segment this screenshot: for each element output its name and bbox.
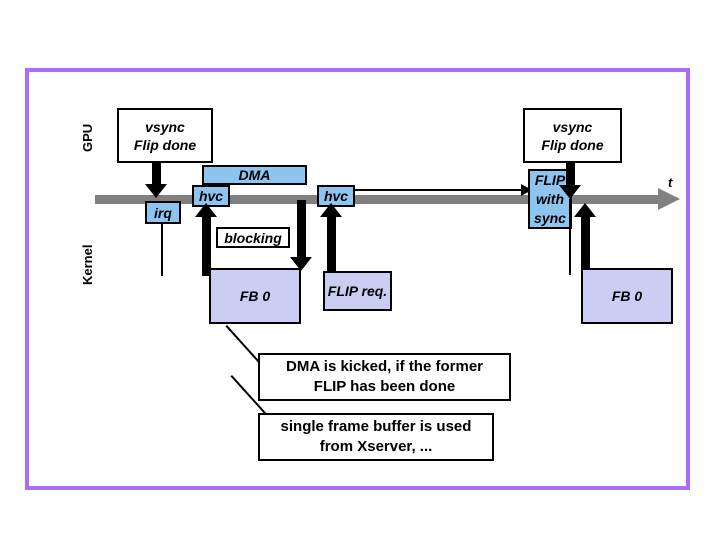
hvc-first-arrow-shaft xyxy=(202,216,211,276)
flip-request-line xyxy=(355,189,523,191)
note-1-line1: DMA is kicked, if the former xyxy=(286,358,483,375)
vsync-left-arrow-head xyxy=(145,184,167,198)
fb0-box-right: FB 0 xyxy=(581,268,673,324)
vsync-right-line1: vsync xyxy=(552,118,593,135)
note-2-line1: single frame buffer is used xyxy=(280,418,472,435)
flip-with-sync-line1: FLIP xyxy=(534,171,566,188)
vsync-right-line2: Flip done xyxy=(541,136,604,153)
fb0-right-arrow-head xyxy=(574,203,596,217)
flip-with-sync-line2: with xyxy=(536,190,564,207)
timeline-axis-label: t xyxy=(668,175,673,190)
flip-with-sync-line3: sync xyxy=(534,209,566,226)
hvc-box-second: hvc xyxy=(317,185,355,207)
fb0-right-arrow-shaft xyxy=(581,216,590,275)
dma-box: DMA xyxy=(202,165,307,185)
fb0-box-left: FB 0 xyxy=(209,268,301,324)
vsync-left-line1: vsync xyxy=(145,118,185,135)
hvc-second-arrow-head xyxy=(320,203,342,217)
vsync-left-line2: Flip done xyxy=(133,136,197,153)
irq-box: irq xyxy=(145,201,181,224)
note-box-2: single frame buffer is used from Xserver… xyxy=(258,413,494,461)
dma-complete-arrow-shaft xyxy=(297,200,306,260)
flip-req-box: FLIP req. xyxy=(323,271,392,311)
hvc-first-arrow-head xyxy=(195,203,217,217)
hvc-second-arrow-shaft xyxy=(327,216,336,273)
slide-frame xyxy=(25,68,690,490)
vsync-left-arrow-shaft xyxy=(152,163,161,187)
note-2-line2: from Xserver, ... xyxy=(319,438,433,455)
vsync-flip-done-box-left: vsync Flip done xyxy=(117,108,213,163)
vsync-right-arrow-shaft xyxy=(566,163,575,188)
vsync-right-drop-line xyxy=(569,199,571,275)
vsync-flip-done-box-right: vsync Flip done xyxy=(523,108,622,163)
lane-label-kernel: Kernel xyxy=(80,244,95,285)
dma-complete-arrow-head xyxy=(290,257,312,271)
timeline-axis xyxy=(95,195,661,204)
flip-with-sync-box: FLIP with sync xyxy=(528,169,572,229)
blocking-box: blocking xyxy=(216,227,290,248)
irq-drop-line xyxy=(161,224,163,276)
lane-label-gpu: GPU xyxy=(80,123,95,152)
vsync-right-arrow-head xyxy=(559,185,581,199)
flip-request-arrow-head xyxy=(521,184,532,196)
note-1-line2: FLIP has been done xyxy=(313,378,456,395)
timeline-arrow-head xyxy=(658,188,680,210)
note-box-1: DMA is kicked, if the former FLIP has be… xyxy=(258,353,511,401)
